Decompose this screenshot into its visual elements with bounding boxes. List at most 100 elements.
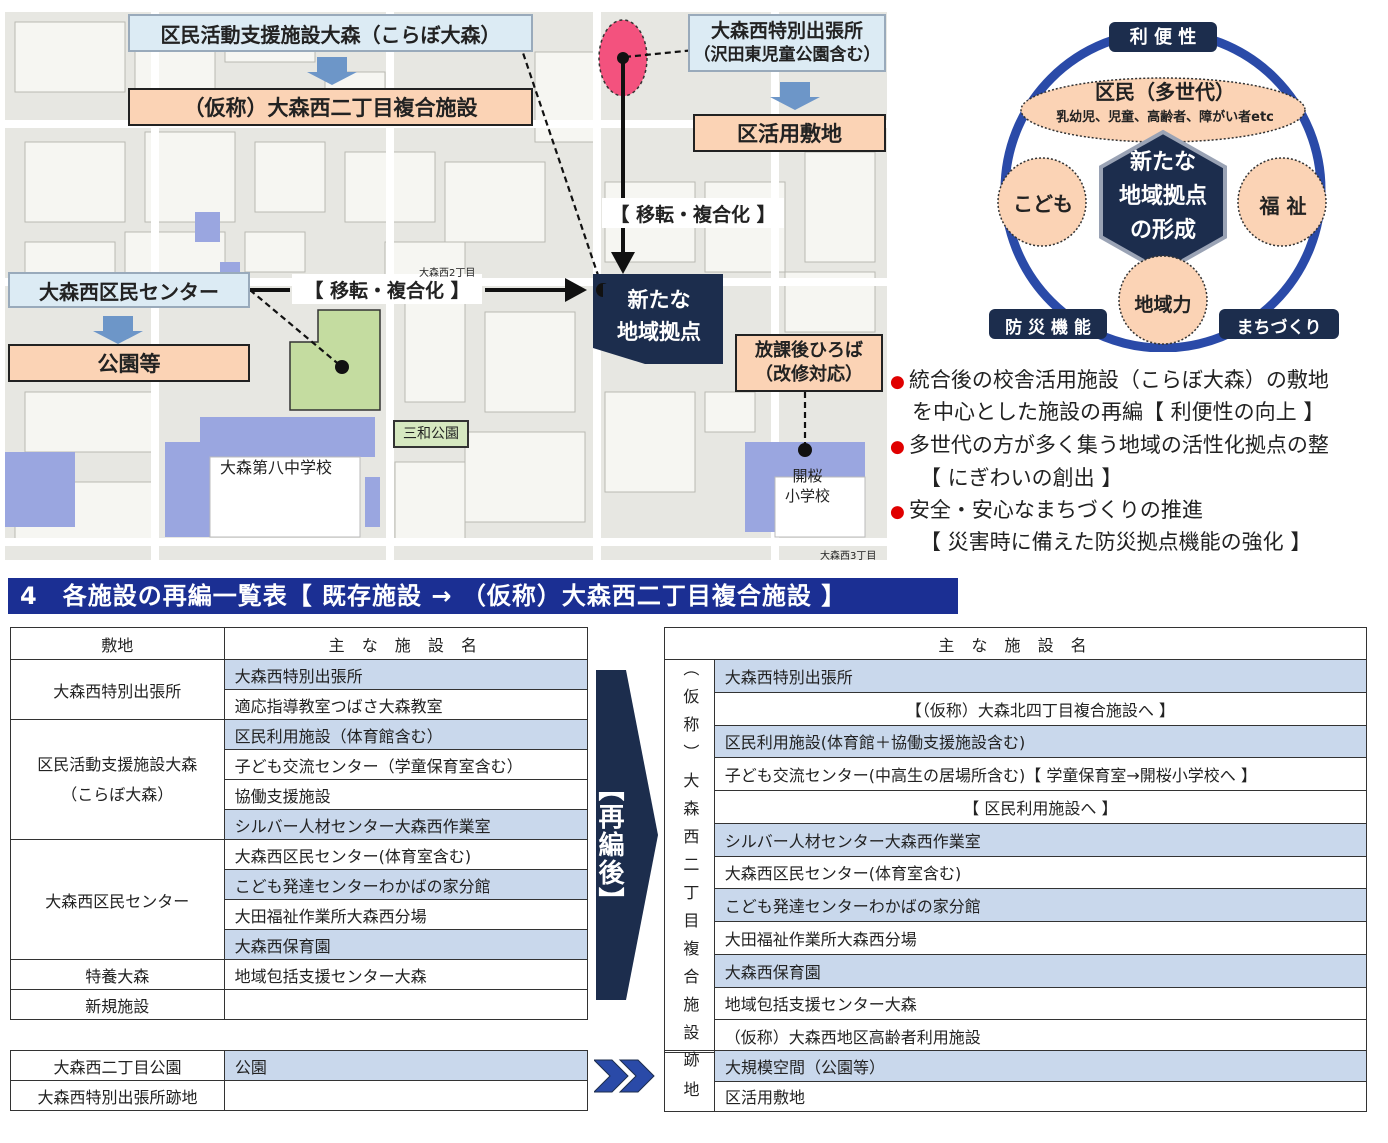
site-cell: 大森西区民センター <box>10 839 225 960</box>
label-complex: （仮称）大森西二丁目複合施設 <box>128 88 533 126</box>
table-row: 子ども交流センター（学童保育室含む） <box>11 749 589 780</box>
label-kaio-line2: 小学校 <box>785 487 831 505</box>
facility-cell: 適応指導教室つばさ大森教室 <box>223 689 589 720</box>
bullet-1: ●統合後の校舎活用施設（こらぼ大森）の敷地 <box>890 364 1329 394</box>
label-afterschool: 放課後ひろば （改修対応） <box>735 334 883 392</box>
facility-cell: 区活用敷地 <box>713 1080 1368 1112</box>
diagram-residents-sub: 乳幼児、児童、高齢者、障がい者etc <box>1056 110 1274 125</box>
facility-cell: 大規模空間（公園等） <box>713 1050 1368 1082</box>
facility-cell: 子ども交流センター（学童保育室含む） <box>223 749 589 780</box>
bullet-text: 安全・安心なまちづくりの推進 <box>908 498 1203 522</box>
table-row: シルバー人材センター大森西作業室 <box>665 822 1368 857</box>
diagram-center-line2: 地域拠点 <box>1118 184 1207 209</box>
facility-cell: 大森西区民センター(体育室含む) <box>223 839 589 870</box>
area-map: 区民活動支援施設大森（こらぼ大森） （仮称）大森西二丁目複合施設 大森西特別出張… <box>5 12 887 560</box>
facility-cell: シルバー人材センター大森西作業室 <box>713 822 1368 857</box>
facility-cell: 大森西区民センター(体育室含む) <box>713 855 1368 890</box>
bullet-2-sub: 【 にぎわいの創出 】 <box>920 462 1122 492</box>
diagram-disaster: 防 災 機 能 <box>1005 318 1091 338</box>
facility-cell: 公園 <box>223 1050 589 1081</box>
bullet-text: 【 災害時に備えた防災拠点機能の強化 】 <box>920 530 1312 554</box>
bullet-2: ●多世代の方が多く集う地域の活性化拠点の整 <box>890 429 1329 459</box>
label-move-horizontal: 【 移転・複合化 】 <box>292 274 482 304</box>
label-branch-line2: （沢田東児童公園含む） <box>693 45 881 65</box>
side-label: （仮称）大森西二丁目複合施設 <box>680 660 700 1052</box>
bullet-text: を中心とした施設の再編【 利便性の向上 】 <box>912 400 1325 424</box>
table-row: こども発達センターわかばの家分館 <box>665 888 1368 922</box>
site-cell: 大森西二丁目公園 <box>10 1050 225 1081</box>
diagram-welfare: 福 祉 <box>1259 194 1307 218</box>
reorg-arrow <box>596 670 658 1000</box>
facility-cell: 【 区民利用施設へ 】 <box>713 790 1368 824</box>
table-row: 大森西二丁目公園 公園 <box>10 1050 589 1081</box>
side-label-cell: 跡地 <box>664 1050 715 1112</box>
table-header: 敷地 主 な 施 設 名 <box>10 627 589 660</box>
label-kosabo: 区民活動支援施設大森（こらぼ大森） <box>128 14 533 52</box>
diagram-center: 新たな 地域拠点 の形成 <box>1101 146 1225 248</box>
facility-cell: 地域包括支援センター大森 <box>223 959 589 990</box>
table-row: 【（仮称）大森北四丁目複合施設へ 】 <box>665 691 1368 726</box>
facility-cell: 大田福祉作業所大森西分場 <box>223 899 589 930</box>
site-cell: 新規施設 <box>10 989 225 1020</box>
table-row: 区民利用施設(体育館＋協働支援施設含む) <box>665 724 1368 759</box>
down-arrow-2 <box>770 82 820 110</box>
label-sanwa-park: 三和公園 <box>393 420 469 448</box>
diagram-kids: こども <box>1013 192 1073 216</box>
table-row: シルバー人材センター大森西作業室 <box>11 809 589 840</box>
diagram-center-line1: 新たな <box>1129 150 1196 175</box>
site-cell: 大森西特別出張所跡地 <box>10 1080 225 1111</box>
label-new-hub-line2: 地域拠点 <box>617 320 701 344</box>
site-cell: 区民活動支援施設大森 （こらぼ大森） <box>10 719 225 840</box>
new-land-table: 跡地 大規模空間（公園等） 区活用敷地 <box>664 1050 1368 1112</box>
bullet-text: 多世代の方が多く集う地域の活性化拠点の整 <box>908 433 1329 457</box>
existing-land-table: 大森西二丁目公園 公園 大森西特別出張所跡地 <box>10 1050 589 1111</box>
facility-cell: こども発達センターわかばの家分館 <box>223 869 589 900</box>
facility-cell: 大森西保育園 <box>223 929 589 960</box>
table-row: 【 区民利用施設へ 】 <box>665 790 1368 824</box>
bullet-text: 【 にぎわいの創出 】 <box>920 466 1123 490</box>
table-row: 大田福祉作業所大森西分場 <box>665 921 1368 955</box>
label-land: 区活用敷地 <box>693 114 886 152</box>
section-title: 4 各施設の再編一覧表【 既存施設 → （仮称）大森西二丁目複合施設 】 <box>8 578 958 614</box>
diagram-convenience: 利 便 性 <box>1129 27 1197 48</box>
hub-diagram <box>989 22 1339 352</box>
facility-cell <box>223 989 589 1020</box>
side-label: 跡地 <box>680 1051 700 1111</box>
facility-cell: 区民利用施設(体育館＋協働支援施設含む) <box>713 724 1368 759</box>
new-facilities-table: 主 な 施 設 名 （仮称）大森西二丁目複合施設 大森西特別出張所 【（仮称）大… <box>664 627 1368 1053</box>
label-town-2: 大森西2丁目 <box>419 268 476 279</box>
label-center: 大森西区民センター <box>8 272 250 308</box>
table-row: 地域包括支援センター大森 <box>665 986 1368 1021</box>
table-row: 跡地 大規模空間（公園等） <box>664 1050 1368 1112</box>
label-afterschool-line1: 放課後ひろば <box>755 340 863 361</box>
facility-cell <box>223 1080 589 1111</box>
facility-cell: 大森西特別出張所 <box>713 659 1368 693</box>
table-row: 大森西特別出張所跡地 <box>10 1080 589 1111</box>
table-row: 大森西保育園 <box>11 929 589 960</box>
col-site: 敷地 <box>10 627 225 660</box>
diagram-center-line3: の形成 <box>1129 218 1196 243</box>
facility-cell: 子ども交流センター(中高生の居場所含む)【 学童保育室→開桜小学校へ 】 <box>713 757 1368 791</box>
double-chevron-icon <box>594 1059 655 1093</box>
table-row: 大森西区民センター 大森西区民センター(体育室含む) <box>10 839 589 960</box>
facility-cell: シルバー人材センター大森西作業室 <box>223 809 589 840</box>
facility-cell: こども発達センターわかばの家分館 <box>713 888 1368 922</box>
label-new-hub: 新たな 地域拠点 <box>603 284 715 348</box>
reorg-arrow-label: 【再編後】 <box>594 775 624 915</box>
label-afterschool-line2: （改修対応） <box>755 364 863 385</box>
label-new-hub-line1: 新たな <box>627 288 691 312</box>
site-cell: 特養大森 <box>10 959 225 990</box>
facility-cell: （仮称）大森西地区高齢者利用施設 <box>713 1019 1368 1053</box>
facility-cell: 地域包括支援センター大森 <box>713 986 1368 1021</box>
col-facility: 主 な 施 設 名 <box>223 627 589 660</box>
table-row: 新規施設 <box>10 989 589 1020</box>
site-line1: 区民活動支援施設大森 <box>37 754 198 774</box>
bullet-dot: ● <box>890 502 905 522</box>
down-arrow-1 <box>307 57 357 85</box>
down-arrow-3 <box>93 316 143 344</box>
bullet-dot: ● <box>890 372 905 392</box>
table-row: 子ども交流センター(中高生の居場所含む)【 学童保育室→開桜小学校へ 】 <box>665 757 1368 791</box>
bullet-3-sub: 【 災害時に備えた防災拠点機能の強化 】 <box>920 526 1311 556</box>
label-town-3: 大森西3丁目 <box>820 551 877 560</box>
facility-cell: 大田福祉作業所大森西分場 <box>713 921 1368 955</box>
